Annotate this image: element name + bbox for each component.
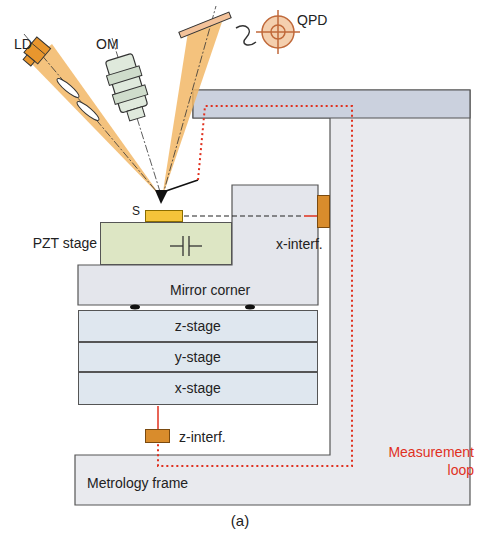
node-label: Mirror corner	[170, 282, 250, 298]
node-label: S	[132, 205, 140, 219]
node-label: z-interf.	[179, 429, 226, 445]
outline-part	[75, 90, 470, 505]
outline-part	[193, 90, 470, 118]
device-label: LD	[14, 36, 32, 54]
z-interferometer: z-interf.	[145, 429, 170, 443]
device-label: OM	[96, 36, 119, 54]
figure-caption: (a)	[231, 512, 249, 531]
node-label: x-interf.	[276, 236, 323, 252]
support-foot	[130, 305, 140, 310]
node-label: z-stage	[175, 318, 221, 334]
optical-axis	[24, 34, 162, 198]
x-beam	[184, 215, 304, 216]
node-label: y-stage	[175, 349, 221, 365]
capacitor-symbol	[170, 236, 202, 256]
pzt-stage: PZT stage	[100, 222, 232, 265]
optical-microscope	[102, 52, 153, 123]
x-stage: x-stage	[78, 372, 318, 405]
x-interferometer: x-interf.	[317, 195, 330, 228]
mirror	[179, 12, 231, 38]
node-label: x-stage	[175, 380, 221, 396]
cantilever	[163, 180, 198, 192]
device-label: QPD	[297, 12, 327, 30]
curved-arrow	[236, 26, 256, 45]
y-stage: y-stage	[78, 342, 318, 372]
node-label: PZT stage	[33, 235, 97, 251]
support-foot	[245, 305, 255, 310]
sample: S	[145, 210, 183, 222]
probe-tip	[155, 190, 168, 204]
quadrant-photodiode	[256, 10, 300, 54]
z-beam	[157, 406, 159, 429]
node-label: Metrology frame	[87, 475, 188, 491]
z-stage: z-stage	[78, 310, 318, 342]
reflected-beam	[162, 22, 222, 198]
x-beam	[304, 215, 317, 217]
lens	[75, 99, 101, 122]
loop-label: Measurement loop	[362, 444, 474, 479]
lens	[55, 76, 81, 99]
measurement-loop	[158, 106, 352, 466]
